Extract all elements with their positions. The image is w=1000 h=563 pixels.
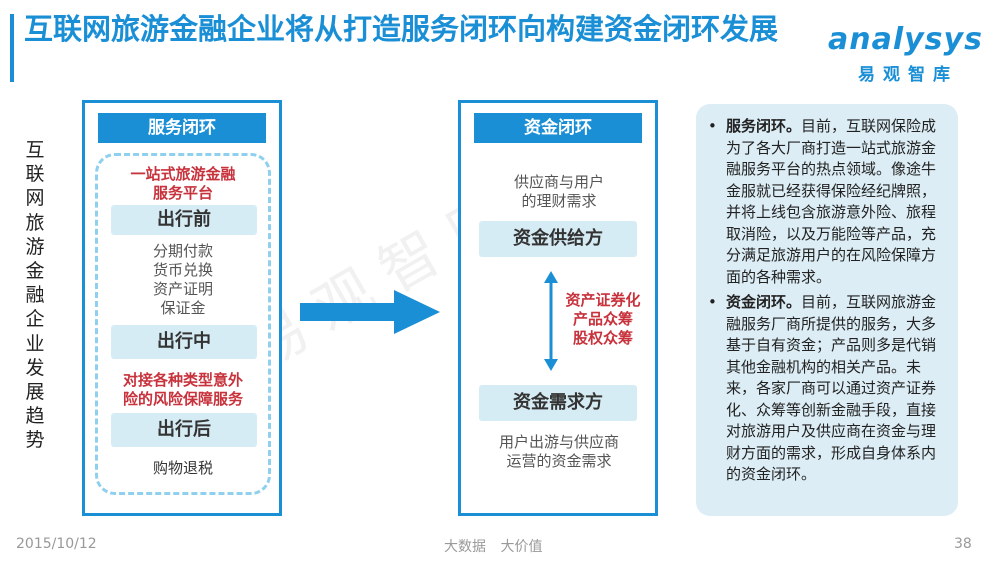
side-label: 互联网旅游金融企业发展趋势 bbox=[25, 139, 45, 452]
bullet-2-bold: 资金闭环。 bbox=[726, 293, 802, 311]
supply-desc-line-2: 的理财需求 bbox=[521, 192, 597, 210]
pre-item-3: 资产证明 bbox=[152, 280, 213, 298]
capital-demander-box: 资金需求方 bbox=[479, 385, 637, 421]
stage-during-trip: 出行中 bbox=[111, 325, 257, 359]
demand-desc-line-1: 用户出游与供应商 bbox=[498, 433, 619, 451]
means-line-2: 产品众筹 bbox=[572, 310, 633, 328]
capital-loop-panel: 资金闭环 供应商与用户 的理财需求 资金供给方 资产证券化 产品众筹 股权众筹 … bbox=[458, 100, 658, 516]
right-arrow-icon bbox=[300, 290, 440, 334]
supply-desc-line-1: 供应商与用户 bbox=[513, 173, 604, 191]
pre-item-1: 分期付款 bbox=[152, 242, 213, 260]
means-line-1: 资产证券化 bbox=[565, 291, 641, 309]
financing-means: 资产证券化 产品众筹 股权众筹 bbox=[553, 291, 653, 348]
bullet-capital-loop-text: 资金闭环。目前，互联网旅游金融服务厂商所提供的服务，大多基于自有资金；产品则多是… bbox=[726, 292, 944, 486]
bullet-2-body: 目前，互联网旅游金融服务厂商所提供的服务，大多基于自有资金；产品则多是代销其他金… bbox=[726, 293, 937, 483]
bullet-capital-loop: • 资金闭环。目前，互联网旅游金融服务厂商所提供的服务，大多基于自有资金；产品则… bbox=[708, 292, 944, 486]
logo-word: analysys bbox=[828, 22, 983, 57]
pre-item-2: 货币兑换 bbox=[152, 261, 213, 279]
insurance-label: 对接各种类型意外 险的风险保障服务 bbox=[99, 371, 267, 409]
bullet-service-loop: • 服务闭环。目前，互联网保险成为了各大厂商打造一站式旅游金融服务平台的热点领域… bbox=[708, 116, 944, 288]
supply-description: 供应商与用户 的理财需求 bbox=[481, 173, 637, 211]
explanation-box: • 服务闭环。目前，互联网保险成为了各大厂商打造一站式旅游金融服务平台的热点领域… bbox=[696, 104, 958, 516]
footer-date: 2015/10/12 bbox=[16, 536, 97, 552]
demand-desc-line-2: 运营的资金需求 bbox=[506, 452, 612, 470]
service-loop-panel: 服务闭环 一站式旅游金融 服务平台 出行前 分期付款 货币兑换 资产证明 保证金… bbox=[82, 100, 282, 516]
post-trip-item: 购物退税 bbox=[152, 459, 213, 477]
platform-line-2: 服务平台 bbox=[152, 184, 213, 202]
title-accent-bar bbox=[10, 14, 14, 82]
platform-line-1: 一站式旅游金融 bbox=[130, 165, 236, 183]
bullet-1-bold: 服务闭环。 bbox=[726, 117, 802, 135]
service-loop-dashed-frame bbox=[95, 153, 271, 495]
analysys-logo: analysys 易观智库 bbox=[828, 22, 982, 85]
bullet-service-loop-text: 服务闭环。目前，互联网保险成为了各大厂商打造一站式旅游金融服务平台的热点领域。像… bbox=[726, 116, 944, 288]
pre-item-4: 保证金 bbox=[160, 299, 206, 317]
bullet-dot: • bbox=[708, 117, 717, 135]
logo-cn: 易观智库 bbox=[858, 65, 958, 85]
insurance-line-1: 对接各种类型意外 bbox=[122, 371, 243, 389]
page-title: 互联网旅游金融企业将从打造服务闭环向构建资金闭环发展 bbox=[24, 12, 779, 46]
bullet-dot: • bbox=[708, 293, 717, 311]
bullet-1-body: 目前，互联网保险成为了各大厂商打造一站式旅游金融服务平台的热点领域。像途牛金服就… bbox=[726, 117, 937, 286]
pre-trip-items: 分期付款 货币兑换 资产证明 保证金 bbox=[105, 242, 261, 318]
double-arrow-icon bbox=[544, 271, 558, 371]
means-line-3: 股权众筹 bbox=[572, 329, 633, 347]
capital-loop-header: 资金闭环 bbox=[474, 113, 642, 143]
stage-after-trip: 出行后 bbox=[111, 413, 257, 447]
capital-supplier-box: 资金供给方 bbox=[479, 221, 637, 257]
demand-description: 用户出游与供应商 运营的资金需求 bbox=[471, 433, 647, 471]
platform-label: 一站式旅游金融 服务平台 bbox=[105, 165, 261, 203]
stage-before-trip: 出行前 bbox=[111, 205, 257, 235]
insurance-line-2: 险的风险保障服务 bbox=[122, 390, 243, 408]
service-loop-header: 服务闭环 bbox=[98, 113, 266, 143]
footer-slogan: 大数据 大价值 bbox=[444, 539, 543, 555]
page-number: 38 bbox=[954, 536, 972, 552]
